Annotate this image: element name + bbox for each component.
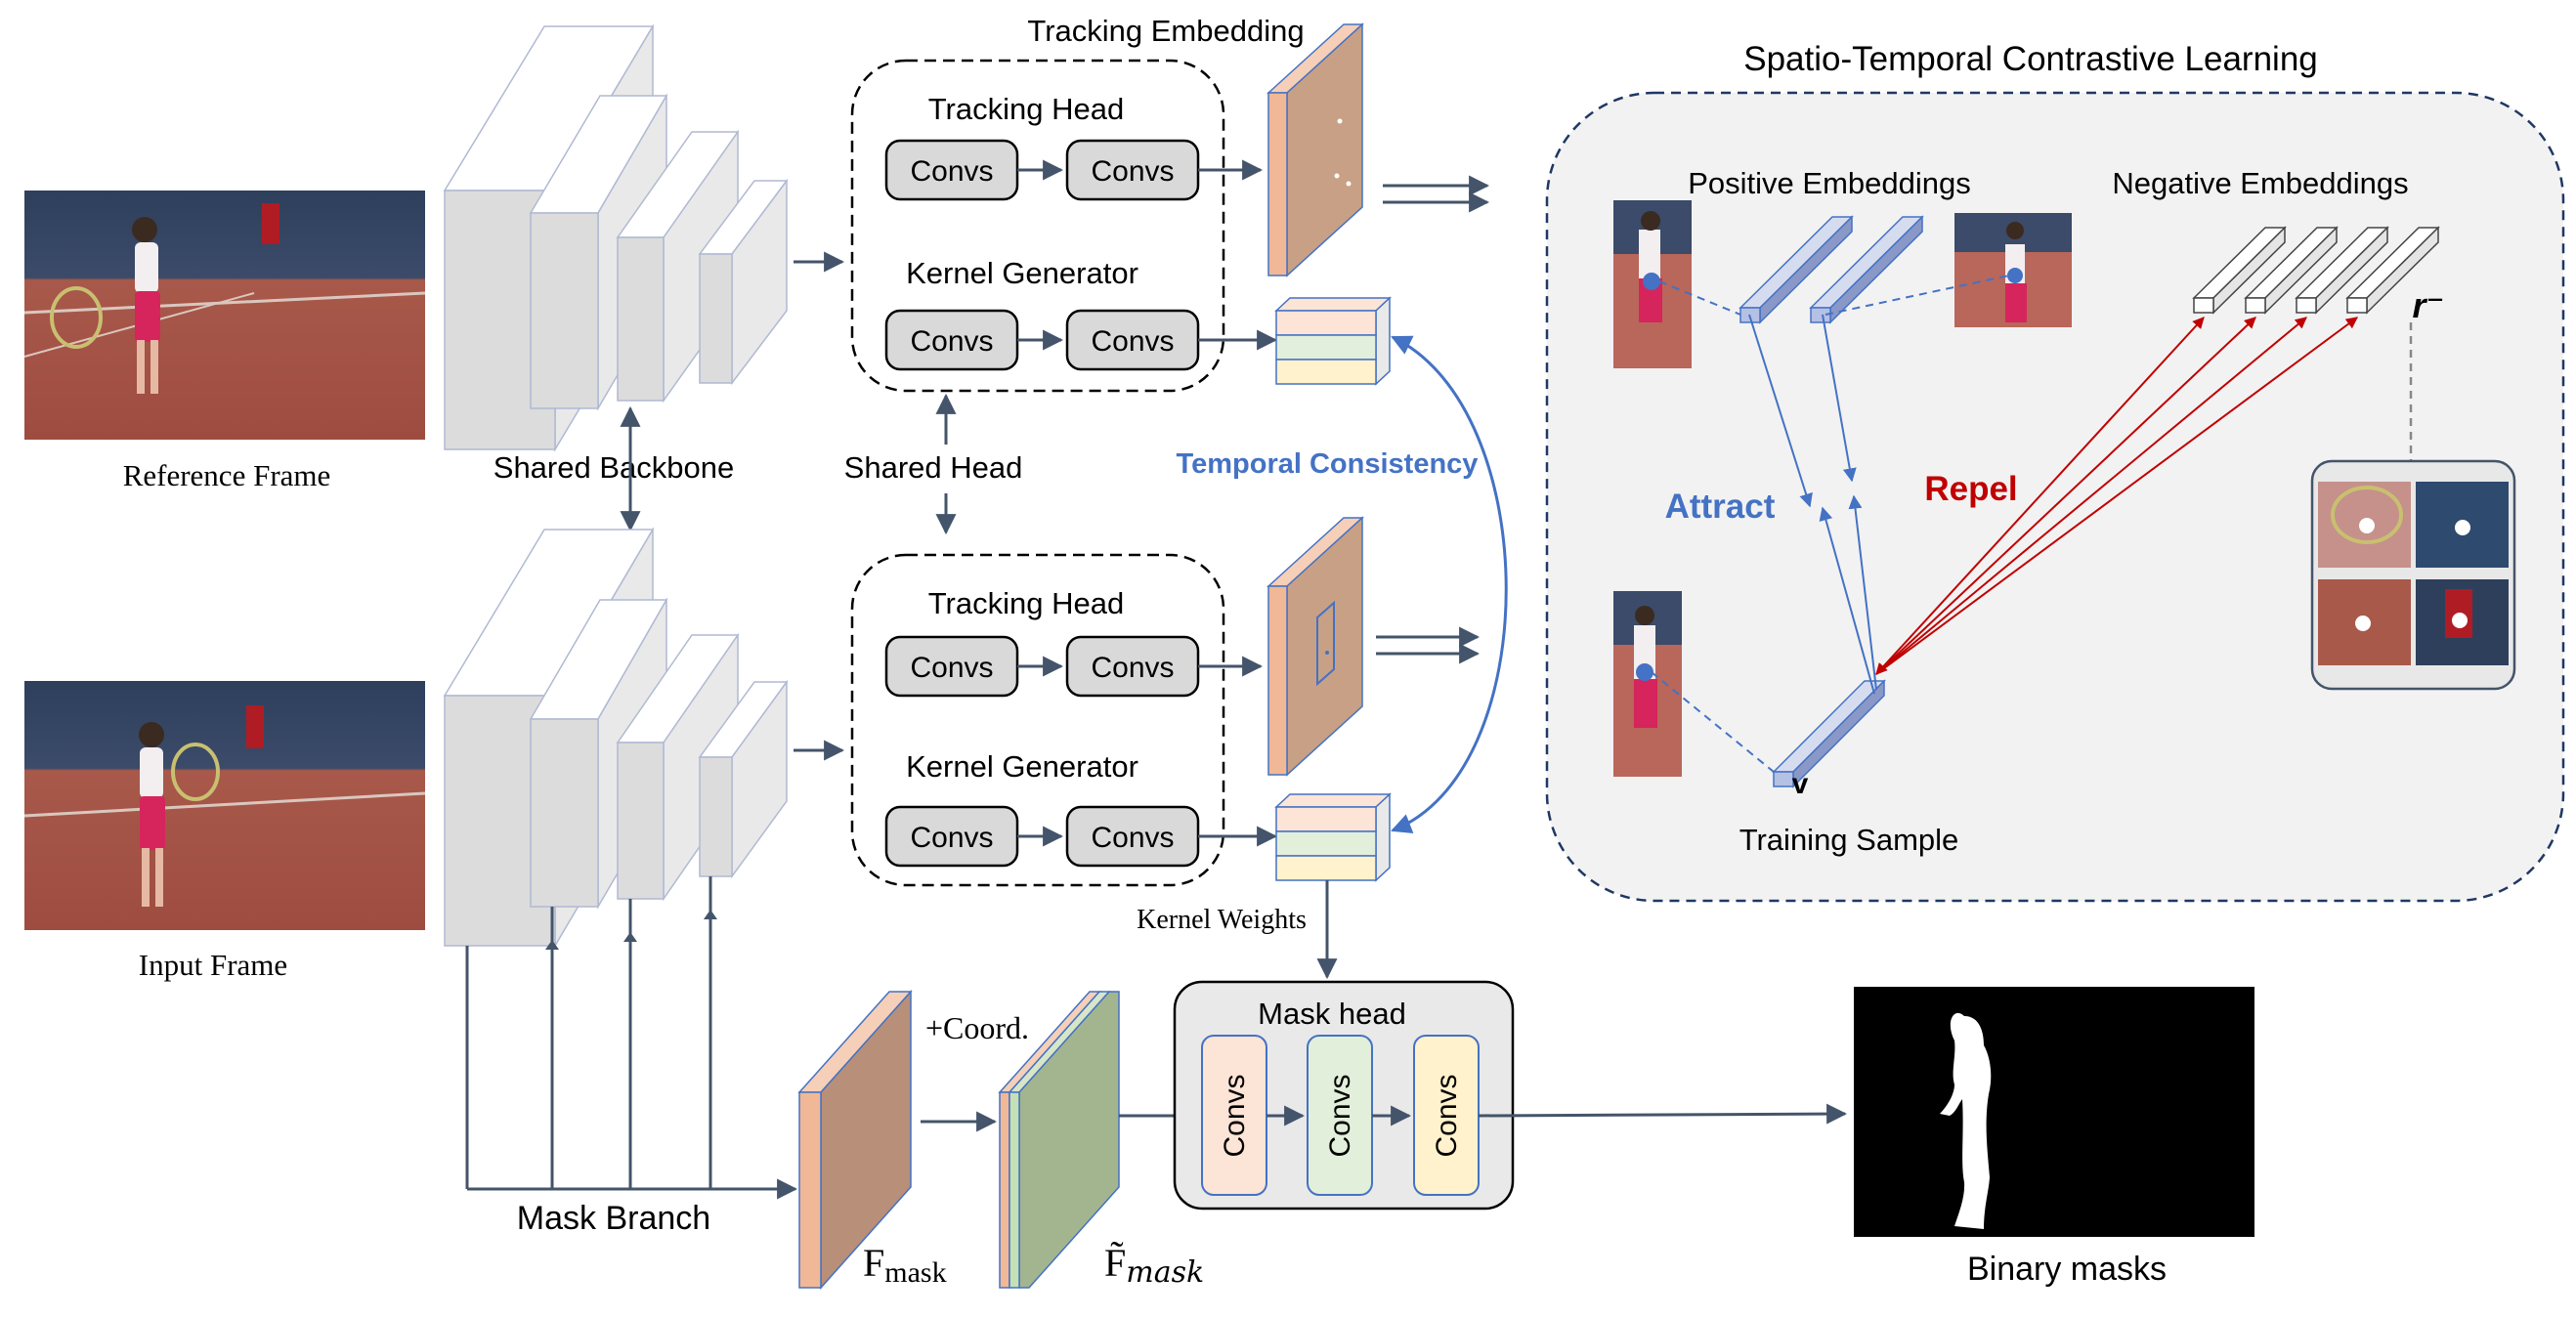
negative-embeddings-label: Negative Embeddings [2112,166,2408,200]
svg-text:Convs: Convs [1324,1074,1356,1157]
reference-frame-image [23,191,426,440]
mask-head-to-output-arrow [1478,1103,1848,1125]
contrastive-title: Spatio-Temporal Contrastive Learning [1743,40,2318,78]
negative-thumbnails [2310,459,2516,691]
input-frame-image [23,681,426,930]
positive-embedding-vectors [1739,215,1924,324]
input-kernel-weights [1274,792,1392,882]
mask-head-label: Mask head [1258,997,1406,1031]
positive-thumbnail-right [1954,213,2072,327]
svg-text:Convs: Convs [1091,822,1174,854]
mask-head-convs: Convs Convs Convs [1201,1035,1480,1196]
repel-label: Repel [1924,470,2017,508]
svg-text:Convs: Convs [1219,1074,1251,1157]
svg-text:Convs: Convs [1091,155,1174,188]
shared-backbone-label: Shared Backbone [494,450,734,485]
reference-kernel-convs: Convs Convs [884,309,1200,371]
svg-text:Convs: Convs [1431,1074,1463,1157]
attract-arrows [1748,314,1877,695]
input-tracking-convs: Convs Convs [884,635,1200,698]
temporal-consistency-arrow [1391,335,1508,833]
mask-branch-label: Mask Branch [517,1200,710,1237]
training-sample-vector [1772,679,1886,788]
reference-tracking-embedding [1267,22,1364,277]
reference-tracking-head-label: Tracking Head [928,92,1124,126]
shared-head-label: Shared Head [844,450,1023,485]
tracking-embedding-label: Tracking Embedding [1027,14,1304,48]
reference-head-box [850,59,1225,393]
f-tilde-mask-tensor [998,991,1120,1289]
input-tracking-head-label: Tracking Head [928,586,1124,620]
input-kernel-convs: Convs Convs [884,805,1200,868]
reference-backbone [443,23,789,452]
negative-embedding-vectors [2192,226,2440,315]
binary-masks-label: Binary masks [1967,1251,2167,1288]
reference-kernel-generator-label: Kernel Generator [906,256,1138,290]
svg-text:Convs: Convs [910,325,993,358]
svg-text:Convs: Convs [1091,325,1174,358]
f-tilde-mask-label: F̃mask [1104,1241,1204,1290]
input-backbone [443,527,789,949]
input-head-box [850,553,1225,887]
r-minus-label: r⁻ [2412,285,2444,325]
positive-embeddings-label: Positive Embeddings [1688,166,1971,200]
input-tracking-embedding [1267,516,1364,777]
reference-kernel-weights [1274,296,1392,386]
attract-label: Attract [1665,488,1776,526]
svg-text:Convs: Convs [910,822,993,854]
coord-label: +Coord. [925,1010,1029,1045]
svg-text:Convs: Convs [910,652,993,684]
input-kernel-generator-label: Kernel Generator [906,749,1138,784]
reference-frame-label: Reference Frame [123,458,331,492]
kernel-weights-label: Kernel Weights [1137,905,1307,935]
repel-arrows [1875,317,2358,675]
f-mask-label: Fmask [863,1241,947,1289]
temporal-consistency-label: Temporal Consistency [1177,448,1479,480]
positive-thumbnail-left [1613,200,1692,368]
f-mask-tensor [797,990,913,1290]
training-thumbnail [1613,591,1682,777]
training-sample-label: Training Sample [1739,823,1959,857]
binary-mask-image [1854,987,2254,1237]
to-contrastive-arrows [1376,175,1490,664]
v-label: v [1792,768,1809,800]
svg-text:Convs: Convs [1091,652,1174,684]
input-frame-label: Input Frame [139,948,287,982]
svg-text:Convs: Convs [910,155,993,188]
mask-branch-lines [465,876,798,1200]
reference-tracking-convs: Convs Convs [884,139,1200,201]
